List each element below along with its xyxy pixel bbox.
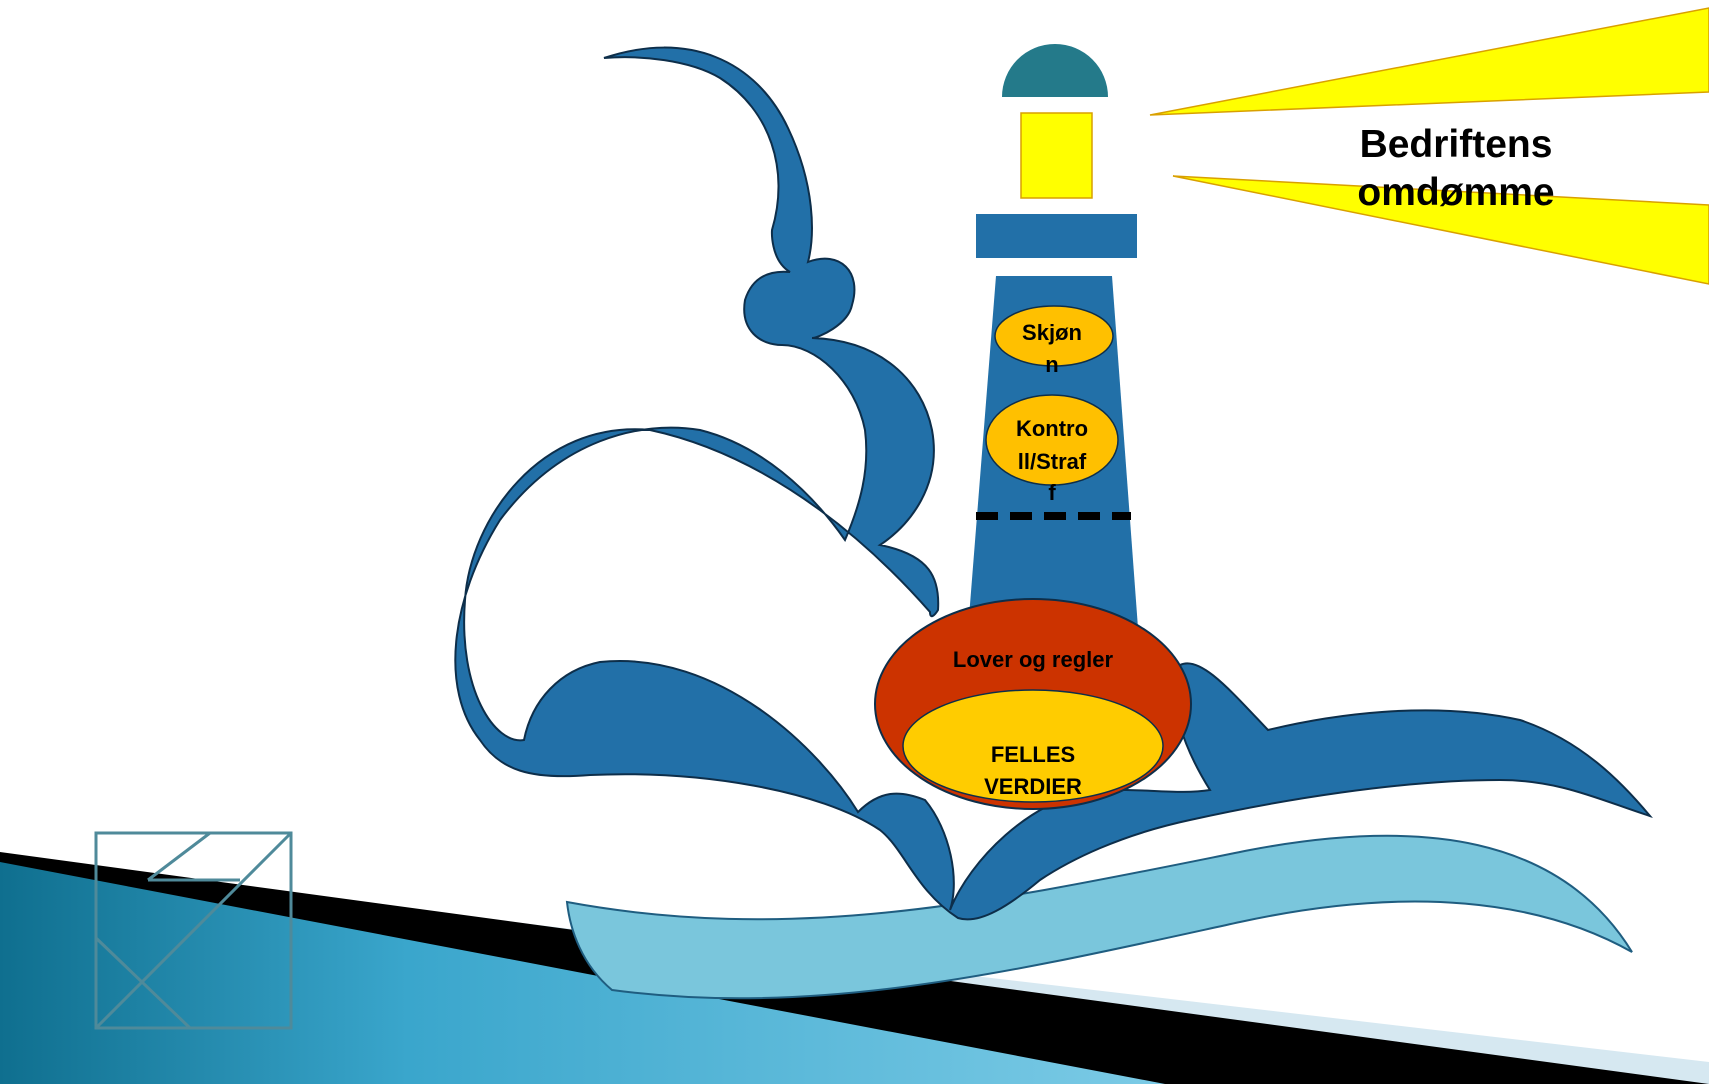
outer-base-label: Lover og regler — [953, 647, 1114, 672]
kontroll-straff-label-line-2: ll/Straf — [1018, 449, 1087, 474]
inner-base-label-line-1: FELLES — [991, 742, 1075, 767]
lighthouse-dome — [1002, 44, 1108, 97]
skjonn-label-line-1: Skjøn — [1022, 320, 1082, 345]
beam-label-line-2: omdømme — [1357, 171, 1554, 214]
upper-light-beam — [1150, 8, 1709, 115]
skjonn-label-line-2: n — [1045, 352, 1058, 377]
lighthouse-lamp — [1021, 113, 1092, 198]
lighthouse-gallery — [976, 214, 1137, 258]
beam-label-line-1: Bedriftens — [1360, 123, 1553, 166]
inner-base-label-line-2: VERDIER — [984, 774, 1082, 799]
kontroll-straff-label-line-3: f — [1048, 480, 1056, 505]
light-wave — [567, 836, 1632, 999]
kontroll-straff-label-line-1: Kontro — [1016, 416, 1088, 441]
